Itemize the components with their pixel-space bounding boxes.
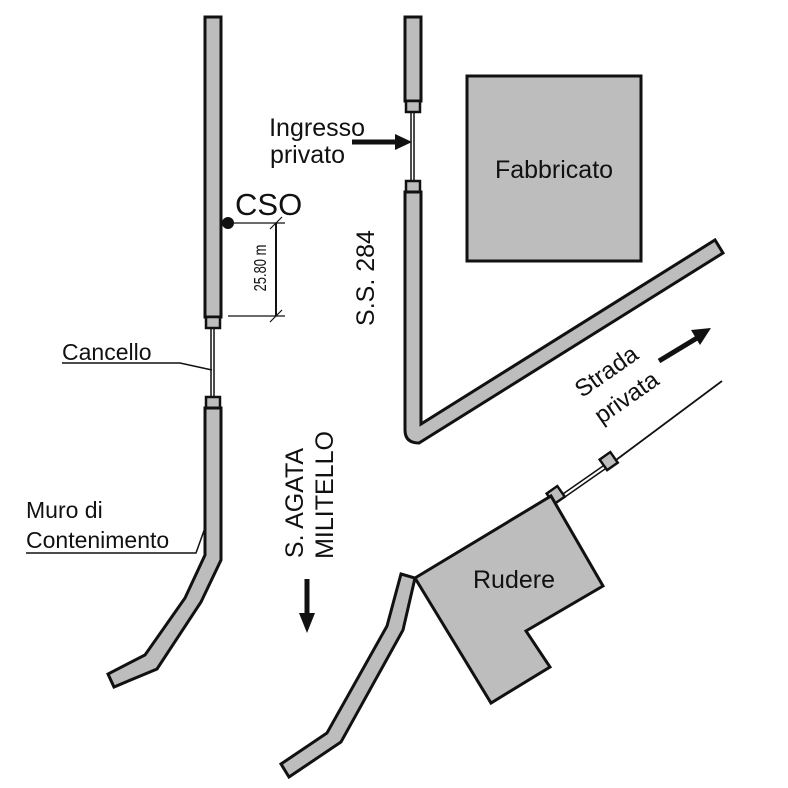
lower-boundary-wall (278, 572, 417, 780)
muro-label-line2: Contenimento (26, 527, 169, 553)
right-wall-upper-post (404, 99, 422, 114)
cancello-leader (62, 362, 213, 371)
direction-label-line2: MILITELLO (311, 431, 339, 559)
muro-leader (26, 524, 207, 554)
fabbricato-building (465, 74, 643, 263)
fabbricato-label: Fabbricato (495, 156, 613, 184)
strada-arrow-icon (691, 328, 711, 345)
cso-label: CSO (235, 187, 302, 222)
left-wall-upper-post (204, 315, 222, 330)
strada-post-top (597, 450, 620, 472)
ingresso-label-line1: Ingresso (269, 114, 365, 142)
muro-di-contenimento (106, 406, 223, 689)
left-wall-lower-post (204, 395, 222, 410)
rudere-building (412, 493, 606, 706)
muro-label-line1: Muro di (26, 497, 103, 523)
right-wall-lower-post (404, 179, 422, 194)
strada-gate-2 (561, 468, 606, 500)
dimension-tick-top (269, 216, 283, 230)
right-wall-upper (403, 15, 423, 103)
direction-label-line1: S. AGATA (281, 448, 309, 559)
dimension-tick-bottom (269, 309, 283, 323)
ingresso-label-line2: privato (270, 141, 345, 169)
strada-gate (559, 465, 604, 497)
ingresso-arrow-icon (395, 134, 412, 150)
rudere-label: Rudere (473, 566, 555, 594)
strada-boundary (611, 380, 723, 464)
left-wall-upper (203, 15, 223, 319)
dimension-label: 25.80 m (251, 245, 271, 292)
strada-arrow-shaft (657, 335, 699, 364)
right-wall-lower (403, 190, 726, 445)
cancello-label: Cancello (62, 339, 152, 365)
direction-arrow-icon (299, 613, 315, 633)
road-label: S.S. 284 (352, 230, 380, 326)
